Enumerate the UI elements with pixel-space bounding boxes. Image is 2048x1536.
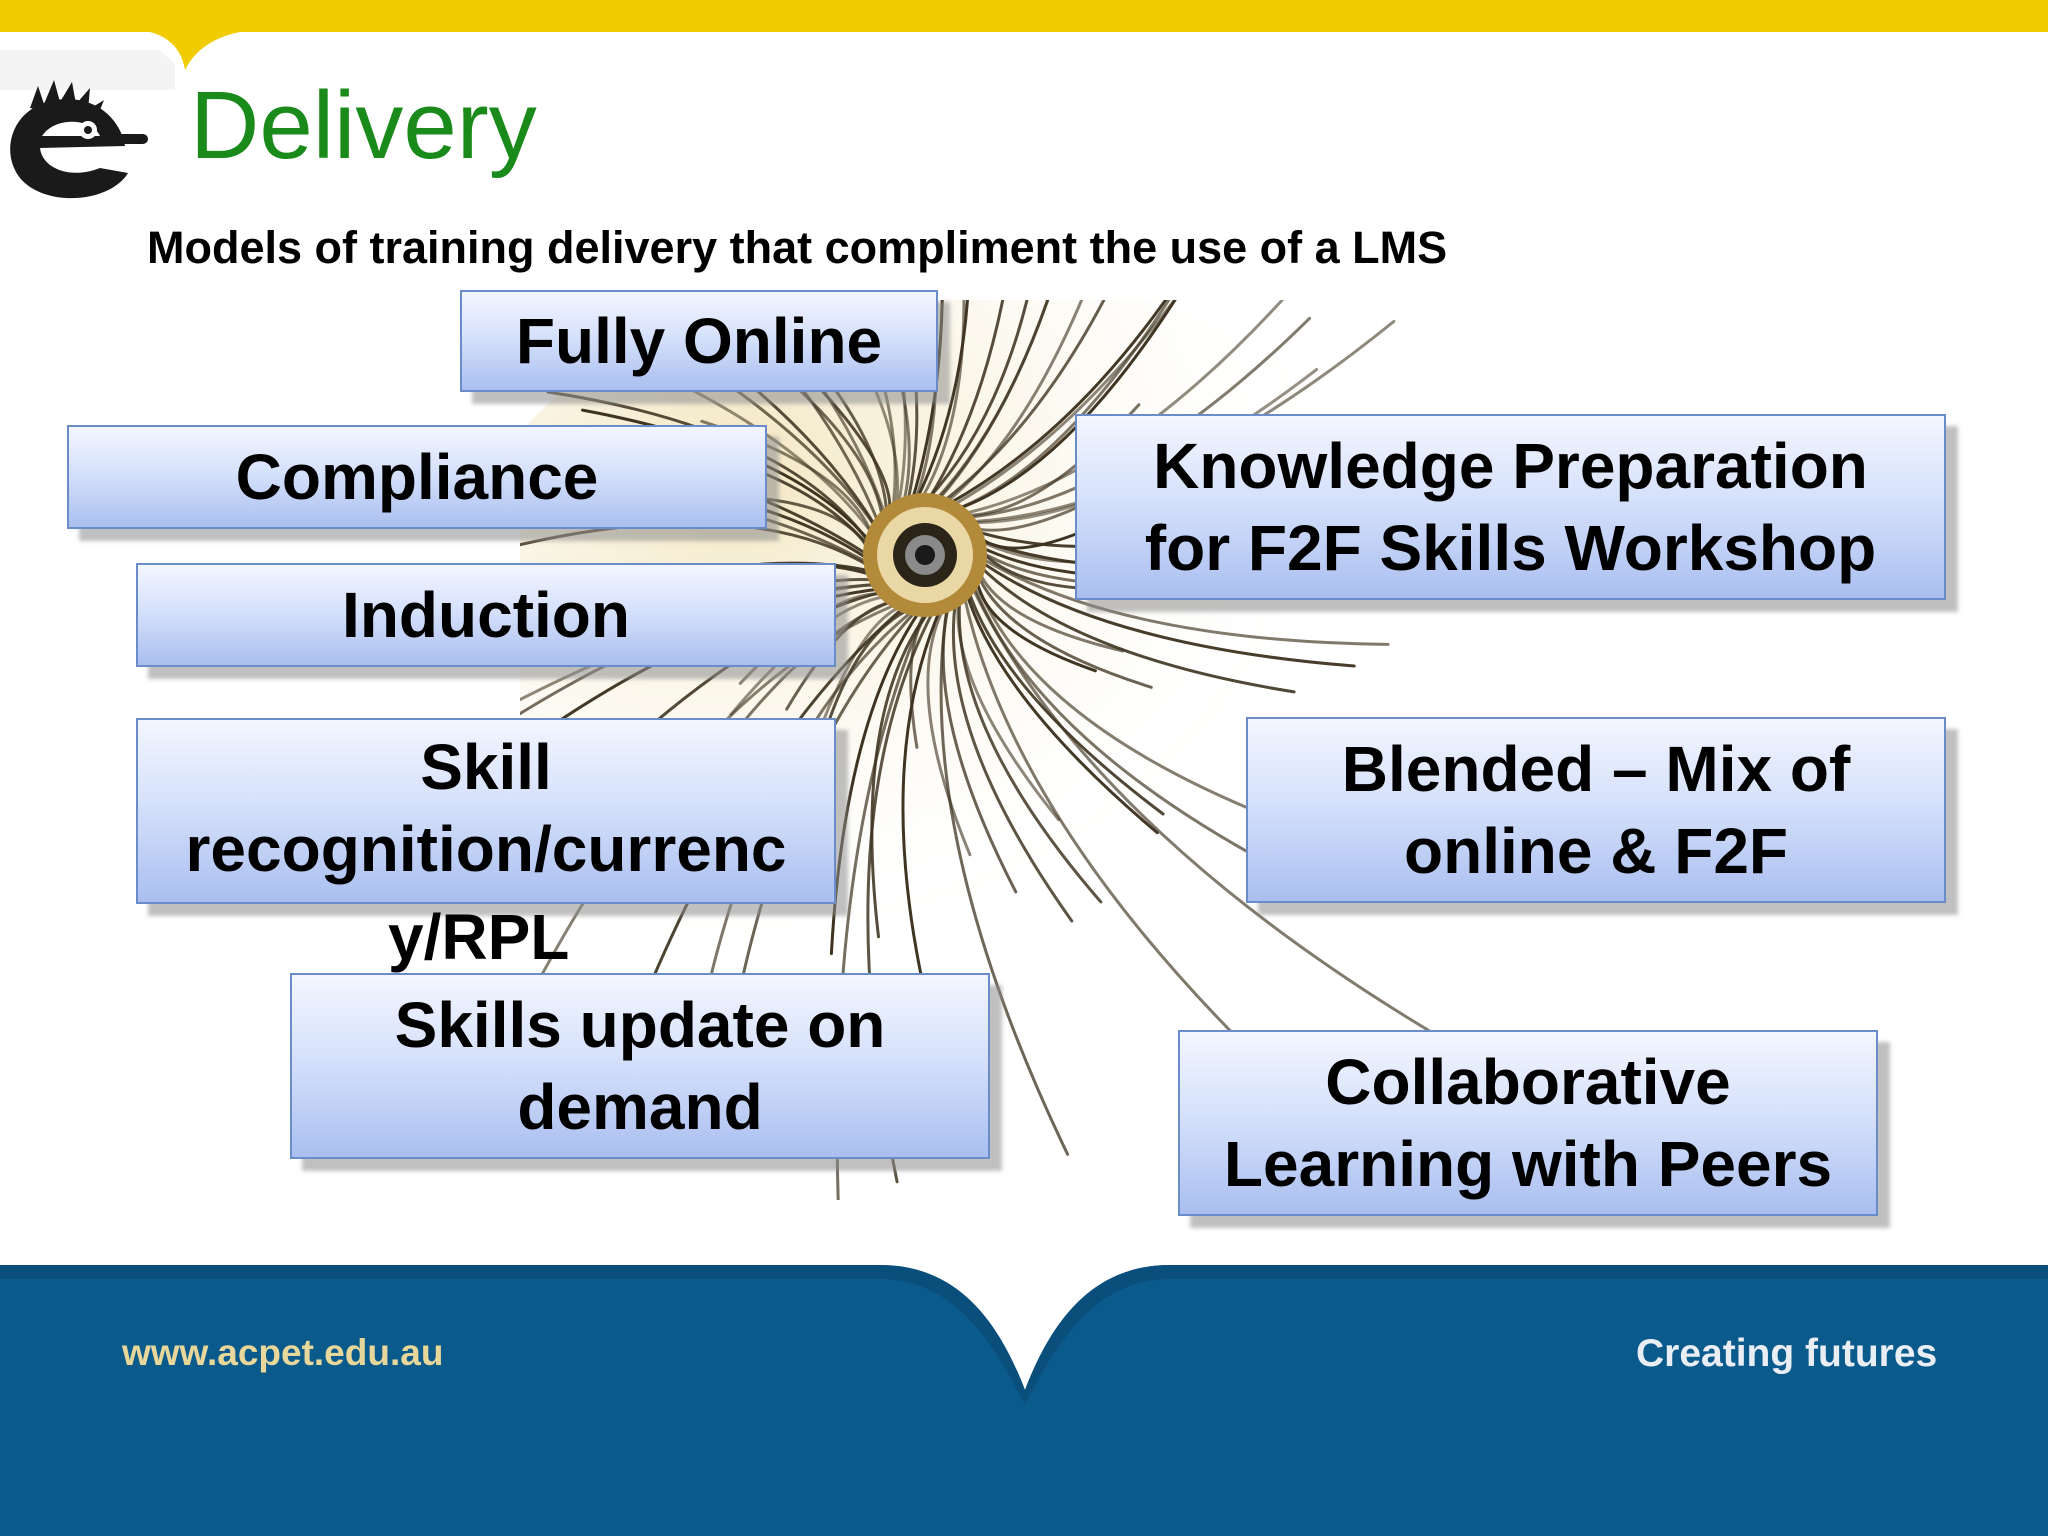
burst-spike bbox=[975, 571, 1153, 689]
skills-update-line2: demand bbox=[517, 1071, 763, 1143]
burst-spike bbox=[820, 388, 892, 515]
burst-spike bbox=[926, 300, 1005, 502]
skill-recognition-line2: recognition/currenc bbox=[185, 813, 787, 885]
burst-spike bbox=[887, 300, 907, 509]
knowledge-prep-line1: Knowledge Preparation bbox=[1153, 430, 1868, 502]
fully-online-box: Fully Online bbox=[460, 290, 938, 392]
slide-subtitle: Models of training delivery that complim… bbox=[147, 222, 1448, 273]
burst-spike bbox=[910, 300, 944, 504]
burst-spike bbox=[943, 300, 1084, 506]
skill-recognition-line1: Skill bbox=[420, 731, 552, 803]
compliance-label: Compliance bbox=[235, 441, 599, 513]
footer-tagline: Creating futures bbox=[1636, 1332, 1938, 1375]
blended-line1: Blended – Mix of bbox=[1341, 733, 1851, 805]
burst-spike bbox=[919, 300, 966, 502]
induction-label: Induction bbox=[342, 579, 630, 651]
burst-spike bbox=[977, 563, 1296, 694]
burst-spike bbox=[914, 300, 969, 503]
induction-box: Induction bbox=[136, 563, 836, 667]
burst-spike bbox=[976, 567, 1125, 653]
burst-spike bbox=[954, 300, 1177, 511]
burst-spike bbox=[978, 555, 1390, 646]
brand-logo-icon bbox=[10, 80, 148, 199]
knowledge-preparation-box: Knowledge Preparation for F2F Skills Wor… bbox=[1075, 414, 1946, 600]
fully-online-label: Fully Online bbox=[515, 305, 883, 377]
slide-title: Delivery bbox=[190, 72, 537, 179]
collaborative-line2: Learning with Peers bbox=[1223, 1128, 1833, 1200]
collaborative-line1: Collaborative bbox=[1325, 1046, 1731, 1118]
burst-spike bbox=[978, 559, 1356, 668]
blended-line2: online & F2F bbox=[1404, 815, 1788, 887]
blended-box: Blended – Mix of online & F2F bbox=[1246, 717, 1946, 903]
burst-spike bbox=[870, 608, 932, 939]
burst-spike bbox=[935, 300, 1050, 503]
burst-spike bbox=[926, 604, 972, 857]
burst-spike bbox=[962, 592, 1286, 1086]
skill-recognition-box: Skill recognition/currenc bbox=[136, 718, 836, 904]
burst-spike bbox=[820, 604, 906, 727]
burst-spike bbox=[966, 587, 1165, 816]
skills-update-line1: Skills update on bbox=[394, 989, 886, 1061]
burst-spike bbox=[939, 603, 1070, 1156]
burst-spike bbox=[951, 599, 1074, 923]
burst-spike bbox=[945, 300, 1168, 507]
burst-spike bbox=[973, 576, 1251, 810]
top-curve-decoration bbox=[0, 32, 240, 90]
top-yellow-bar bbox=[0, 0, 2048, 32]
footer-band bbox=[0, 1265, 2048, 1536]
collaborative-learning-box: Collaborative Learning with Peers bbox=[1178, 1030, 1878, 1216]
footer-url-link[interactable]: www.acpet.edu.au bbox=[122, 1332, 444, 1373]
skill-recognition-line3: y/RPL bbox=[388, 901, 570, 973]
skills-update-box: Skills update on demand bbox=[290, 973, 990, 1159]
compliance-box: Compliance bbox=[67, 425, 767, 529]
burst-spike bbox=[969, 583, 1430, 1032]
burst-spike bbox=[964, 590, 1159, 835]
knowledge-prep-line2: for F2F Skills Workshop bbox=[1144, 512, 1877, 584]
burst-spike bbox=[925, 300, 1029, 502]
burst-spike bbox=[956, 597, 1060, 822]
